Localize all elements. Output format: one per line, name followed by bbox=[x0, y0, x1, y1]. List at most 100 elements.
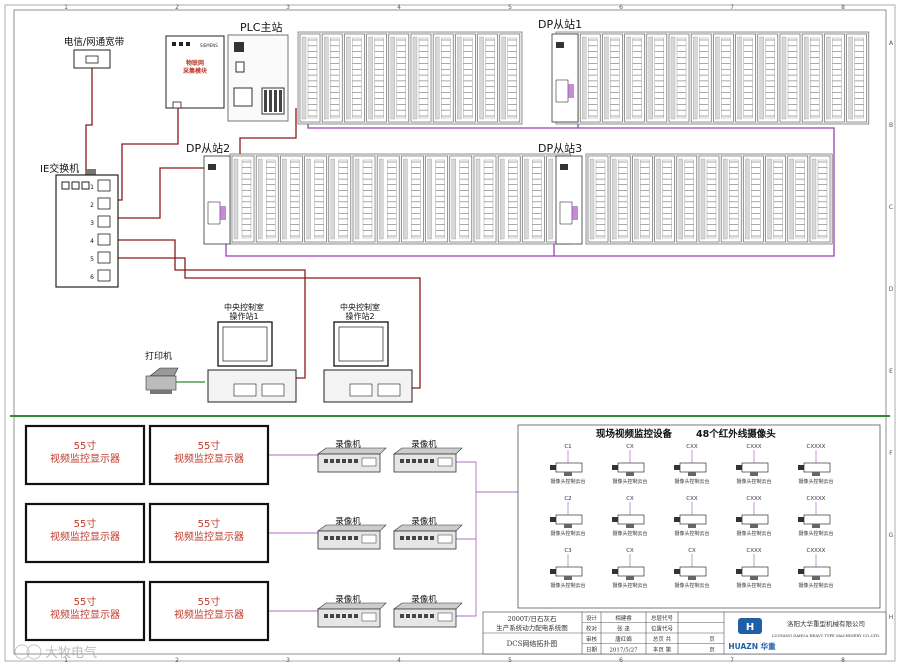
infrared-camera: CXX 摄像头控制云台 bbox=[674, 444, 710, 485]
io-module bbox=[787, 155, 809, 243]
io-module bbox=[579, 33, 601, 123]
watermark: 大牧电气 bbox=[14, 644, 97, 661]
drawing-name: DCS网络拓扑图 bbox=[507, 639, 558, 648]
telecom-modem: 电信/网通宽带 bbox=[64, 36, 125, 69]
io-module bbox=[668, 33, 690, 123]
io-module bbox=[497, 155, 521, 243]
io-module bbox=[344, 33, 365, 123]
camera-id: CX bbox=[626, 444, 634, 450]
recorder-label: 录像机 bbox=[335, 594, 361, 605]
column-marker: 6 bbox=[619, 4, 623, 11]
switch-port bbox=[97, 197, 111, 210]
port-number: 5 bbox=[90, 256, 94, 263]
video-recorder: 录像机 bbox=[393, 594, 463, 628]
row-marker: E bbox=[889, 368, 893, 375]
row-marker: F bbox=[889, 450, 893, 457]
camera-id: C2 bbox=[564, 496, 571, 502]
io-module bbox=[304, 155, 327, 243]
io-module bbox=[376, 155, 400, 243]
io-module bbox=[477, 33, 498, 123]
monitor-size-label: 55寸 bbox=[198, 439, 221, 452]
column-marker: 1 bbox=[64, 657, 68, 664]
row-marker: H bbox=[889, 614, 894, 621]
column-marker: 1 bbox=[64, 4, 68, 11]
io-module bbox=[587, 155, 609, 243]
camera-id: CXXXX bbox=[807, 444, 826, 450]
monitor-name-label: 视频监控显示器 bbox=[174, 452, 244, 465]
camera-id: C3 bbox=[564, 548, 572, 554]
io-module bbox=[602, 33, 623, 123]
io-module bbox=[366, 33, 387, 123]
camera-title: 48个红外线摄像头 bbox=[696, 428, 776, 440]
dp2-head bbox=[203, 155, 231, 245]
io-module bbox=[425, 155, 448, 243]
iot-module-label: 物联网采集模块 bbox=[183, 59, 208, 75]
column-marker: 5 bbox=[508, 657, 512, 664]
monitor-name-label: 视频监控显示器 bbox=[50, 530, 120, 543]
recorder-label: 录像机 bbox=[411, 516, 437, 527]
camera-caption: 摄像头控制云台 bbox=[550, 530, 585, 537]
field-camera-panel: 现场视频监控设备 48个红外线摄像头 C1摄像头控制云台CX摄像头控制云台CXX… bbox=[517, 424, 881, 609]
column-marker: 8 bbox=[841, 4, 845, 11]
iot-module: SIEMENS 物联网采集模块 bbox=[165, 35, 225, 109]
io-module bbox=[522, 155, 545, 243]
monitor-size-label: 55寸 bbox=[198, 517, 221, 530]
project-line2: 生产系统动力配电系统图 bbox=[496, 623, 568, 632]
printer-label: 打印机 bbox=[145, 350, 172, 362]
camera-caption: 摄像头控制云台 bbox=[612, 530, 647, 537]
io-module bbox=[676, 155, 698, 243]
switch-port bbox=[97, 233, 111, 246]
camera-id: CXXX bbox=[746, 496, 761, 502]
plc-label: PLC主站 bbox=[240, 20, 282, 34]
dp-slave-3-rack bbox=[585, 153, 833, 245]
port-number: 4 bbox=[90, 238, 94, 245]
column-marker: 6 bbox=[619, 657, 623, 664]
company-logo: H HUAZN 华重 bbox=[728, 618, 776, 651]
camera-caption: 摄像头控制云台 bbox=[798, 582, 833, 589]
title-row-value: 2017/5/27 bbox=[609, 648, 638, 654]
column-marker: 3 bbox=[286, 657, 290, 664]
title-extra-label: 位置代号 bbox=[651, 625, 674, 633]
video-recorder: 录像机 bbox=[393, 516, 463, 550]
io-module bbox=[432, 33, 454, 123]
column-marker: 4 bbox=[397, 657, 401, 664]
switch-port bbox=[97, 215, 111, 228]
port-number: 2 bbox=[90, 202, 94, 209]
io-module bbox=[743, 155, 764, 243]
io-module bbox=[713, 33, 734, 123]
monitor-name-label: 视频监控显示器 bbox=[174, 530, 244, 543]
title-row-label: 审核 bbox=[586, 635, 598, 643]
camera-id: CXX bbox=[686, 444, 698, 450]
io-module bbox=[410, 33, 432, 123]
company-name-cn: 洛阳大华重型机械有限公司 bbox=[787, 619, 865, 628]
io-module bbox=[698, 155, 720, 243]
video-recorder: 录像机 bbox=[317, 594, 387, 628]
camera-id: CX bbox=[688, 548, 696, 554]
monitor-size-label: 55寸 bbox=[198, 595, 221, 608]
printer: 打印机 bbox=[145, 350, 179, 394]
title-unit: 页 bbox=[709, 647, 715, 654]
title-row-label: 设计 bbox=[586, 614, 598, 622]
field-title: 现场视频监控设备 bbox=[596, 428, 673, 440]
title-extra-label: 总页 共 bbox=[653, 635, 672, 643]
dp2-label: DP从站2 bbox=[186, 141, 230, 155]
title-row-label: 校对 bbox=[586, 625, 598, 633]
port-number: 6 bbox=[90, 274, 94, 281]
camera-caption: 摄像头控制云台 bbox=[674, 478, 709, 485]
dp-slave-1-rack bbox=[555, 31, 870, 125]
camera-caption: 摄像头控制云台 bbox=[736, 582, 771, 589]
column-marker: 8 bbox=[841, 657, 845, 664]
infrared-camera: C2 摄像头控制云台 bbox=[550, 496, 586, 537]
camera-caption: 摄像头控制云台 bbox=[798, 530, 833, 537]
io-module bbox=[779, 33, 801, 123]
monitor-size-label: 55寸 bbox=[74, 595, 97, 608]
io-module bbox=[801, 33, 823, 123]
